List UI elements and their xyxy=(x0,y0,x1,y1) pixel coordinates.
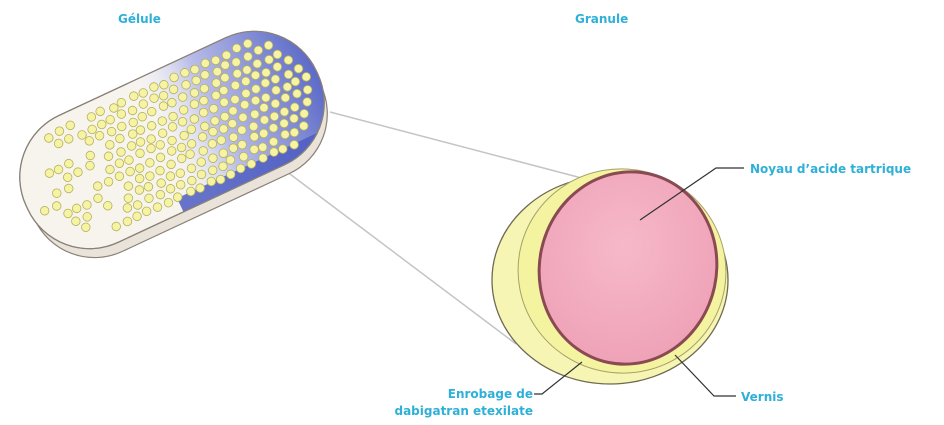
coating-label-line-2: dabigatran etexilate xyxy=(355,403,533,420)
coating-label: Enrobage de dabigatran etexilate xyxy=(355,386,533,420)
coating-label-line-1: Enrobage de xyxy=(355,386,533,403)
granule-label: Granule xyxy=(575,11,628,27)
granule xyxy=(492,150,745,393)
capsule xyxy=(0,0,369,280)
zoom-line-bottom xyxy=(258,150,516,344)
zoom-line-top xyxy=(330,112,612,186)
gelule-label: Gélule xyxy=(118,11,161,27)
core-label: Noyau d’acide tartrique xyxy=(750,161,911,177)
varnish-label: Vernis xyxy=(741,389,784,405)
